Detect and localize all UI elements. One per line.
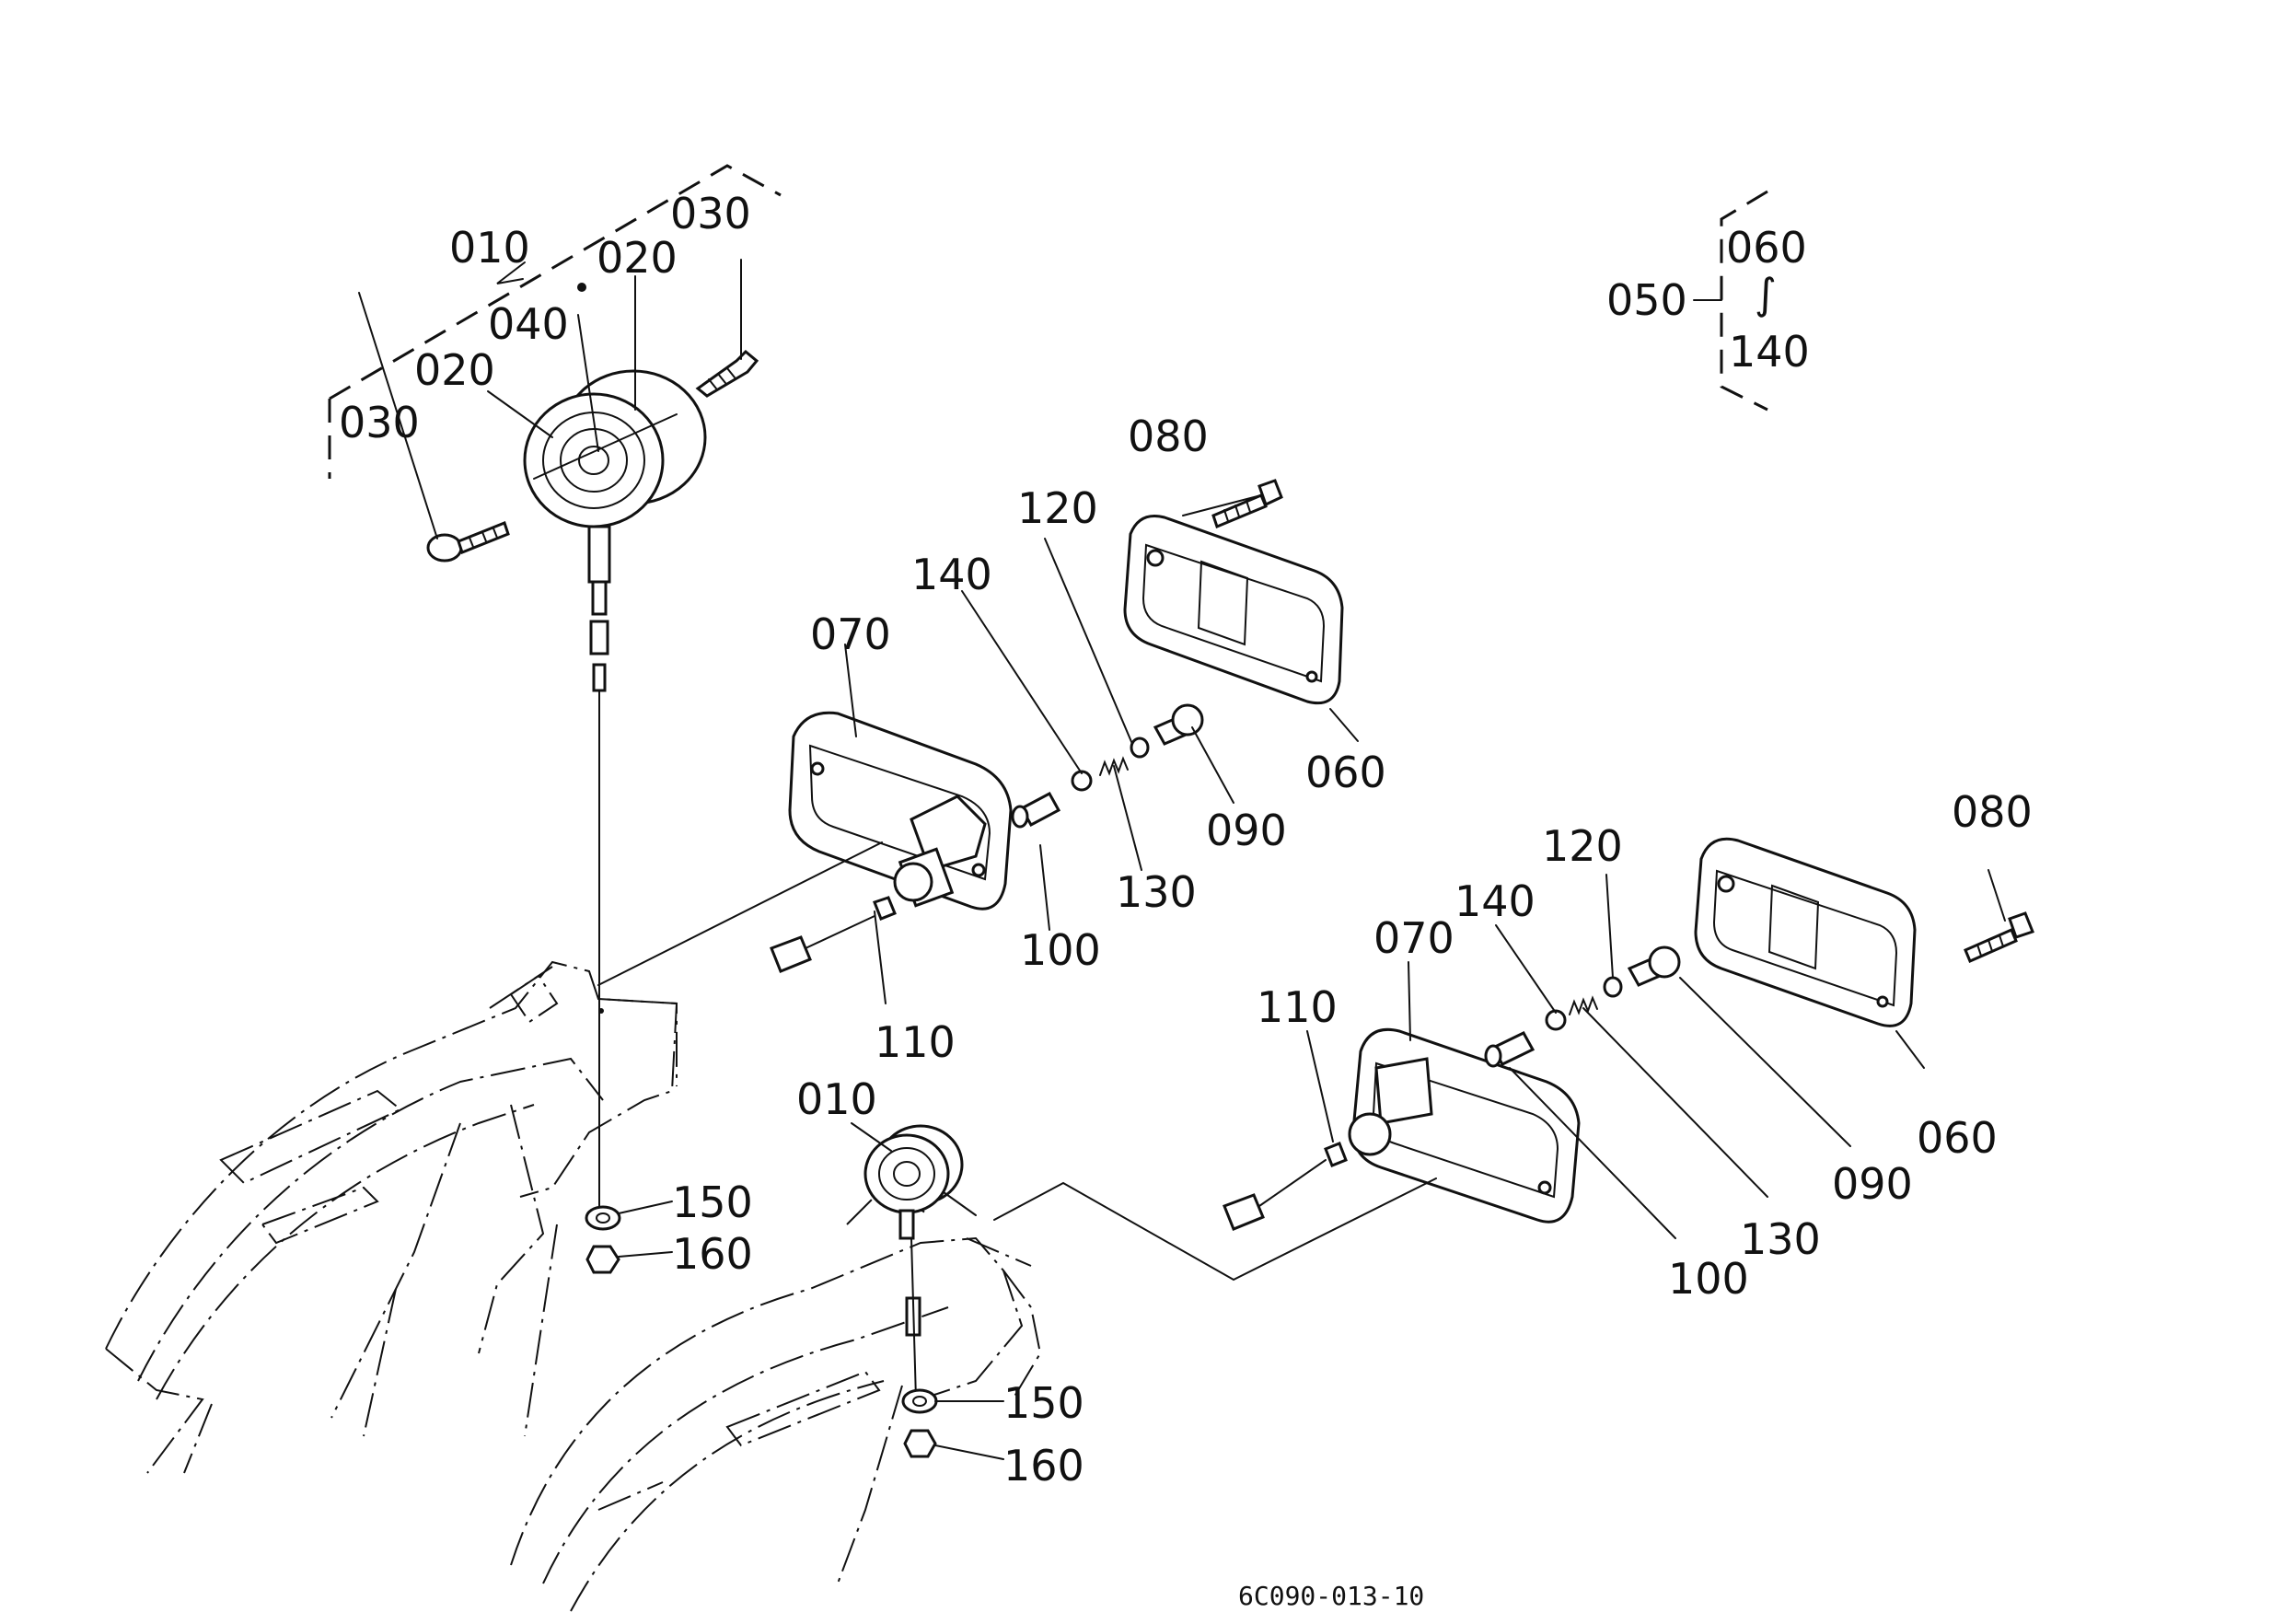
labels-bottom-mount: 010 150 160 [796, 1074, 1084, 1491]
dashed-group-bracket-010 [328, 164, 782, 479]
callout-010-top: 010 [449, 223, 530, 273]
callout-140-lower: 140 [1454, 876, 1536, 926]
callout-100-lower: 100 [1668, 1254, 1749, 1304]
reflector-010-top [523, 369, 707, 692]
callout-090-lower: 090 [1832, 1159, 1913, 1209]
leaders-lower [993, 869, 2006, 1282]
callout-160-bottom: 160 [1003, 1441, 1084, 1491]
callout-050-140: 140 [1729, 327, 1810, 377]
callout-120-upper: 120 [1017, 483, 1098, 533]
callout-030-upper: 030 [670, 189, 751, 238]
labels-left-mount: 150 160 [672, 1177, 753, 1279]
callout-040: 040 [488, 299, 569, 349]
screw-030-left [426, 521, 510, 563]
callout-130-upper: 130 [1116, 867, 1197, 917]
drawing-code: 6C090-013-10 [1238, 1581, 1424, 1611]
small-parts-lower [1223, 945, 1681, 1231]
callout-120-lower: 120 [1542, 821, 1623, 871]
lens-060-upper [1123, 515, 1344, 705]
callout-110-lower: 110 [1257, 982, 1338, 1032]
fender-left-outline [105, 960, 678, 1474]
callout-030-lower: 030 [339, 398, 420, 447]
callout-020-lower: 020 [414, 345, 495, 395]
callout-150-bottom: 150 [1003, 1378, 1084, 1428]
callout-070-upper: 070 [810, 609, 891, 659]
small-parts-upper [770, 703, 1204, 973]
callout-080-upper: 080 [1128, 412, 1209, 461]
callout-050-060: 060 [1726, 223, 1807, 273]
callout-020-upper: 020 [597, 233, 678, 283]
group-050-bracket [1693, 190, 1768, 412]
screw-080-lower [1964, 911, 2034, 963]
screw-030-right [695, 349, 759, 398]
mount-hardware-left [585, 1008, 673, 1274]
callout-130-lower: 130 [1740, 1214, 1821, 1264]
labels-lower-lamp: 080 120 140 070 110 060 090 130 100 [1257, 787, 2033, 1304]
callout-140-upper: 140 [911, 550, 992, 599]
leaders-top-left [358, 259, 742, 539]
leaders-upper [597, 494, 1359, 1004]
callout-160-left: 160 [672, 1229, 753, 1279]
callout-100-upper: 100 [1020, 925, 1101, 975]
fender-bottom-outline [510, 1186, 1042, 1612]
callout-050: 050 [1606, 275, 1687, 325]
labels-group-050: 050 060 ∫ 140 [1606, 223, 1810, 377]
callout-110-upper: 110 [875, 1017, 956, 1067]
labels-top-left: 010 020 030 040 020 030 [339, 189, 751, 447]
lamp-body-070-upper [788, 711, 1013, 911]
callout-070-lower: 070 [1373, 913, 1454, 963]
callout-150-left: 150 [672, 1177, 753, 1227]
callout-080-lower: 080 [1952, 787, 2033, 837]
callout-010-bottom: 010 [796, 1074, 877, 1124]
callout-060-upper: 060 [1305, 748, 1386, 797]
callout-060-lower: 060 [1917, 1113, 1998, 1163]
labels-upper-lamp: 080 120 140 070 060 090 130 100 110 [810, 412, 1386, 1067]
lens-060-lower [1694, 837, 1917, 1027]
screw-080-upper [1211, 479, 1283, 529]
lamp-body-070-lower [1348, 1027, 1581, 1224]
mount-hardware-bottom [851, 1122, 1004, 1460]
callout-090-upper: 090 [1206, 806, 1287, 855]
reflector-010-bottom [863, 1124, 977, 1400]
callout-050-tilde: ∫ [1755, 269, 1777, 319]
